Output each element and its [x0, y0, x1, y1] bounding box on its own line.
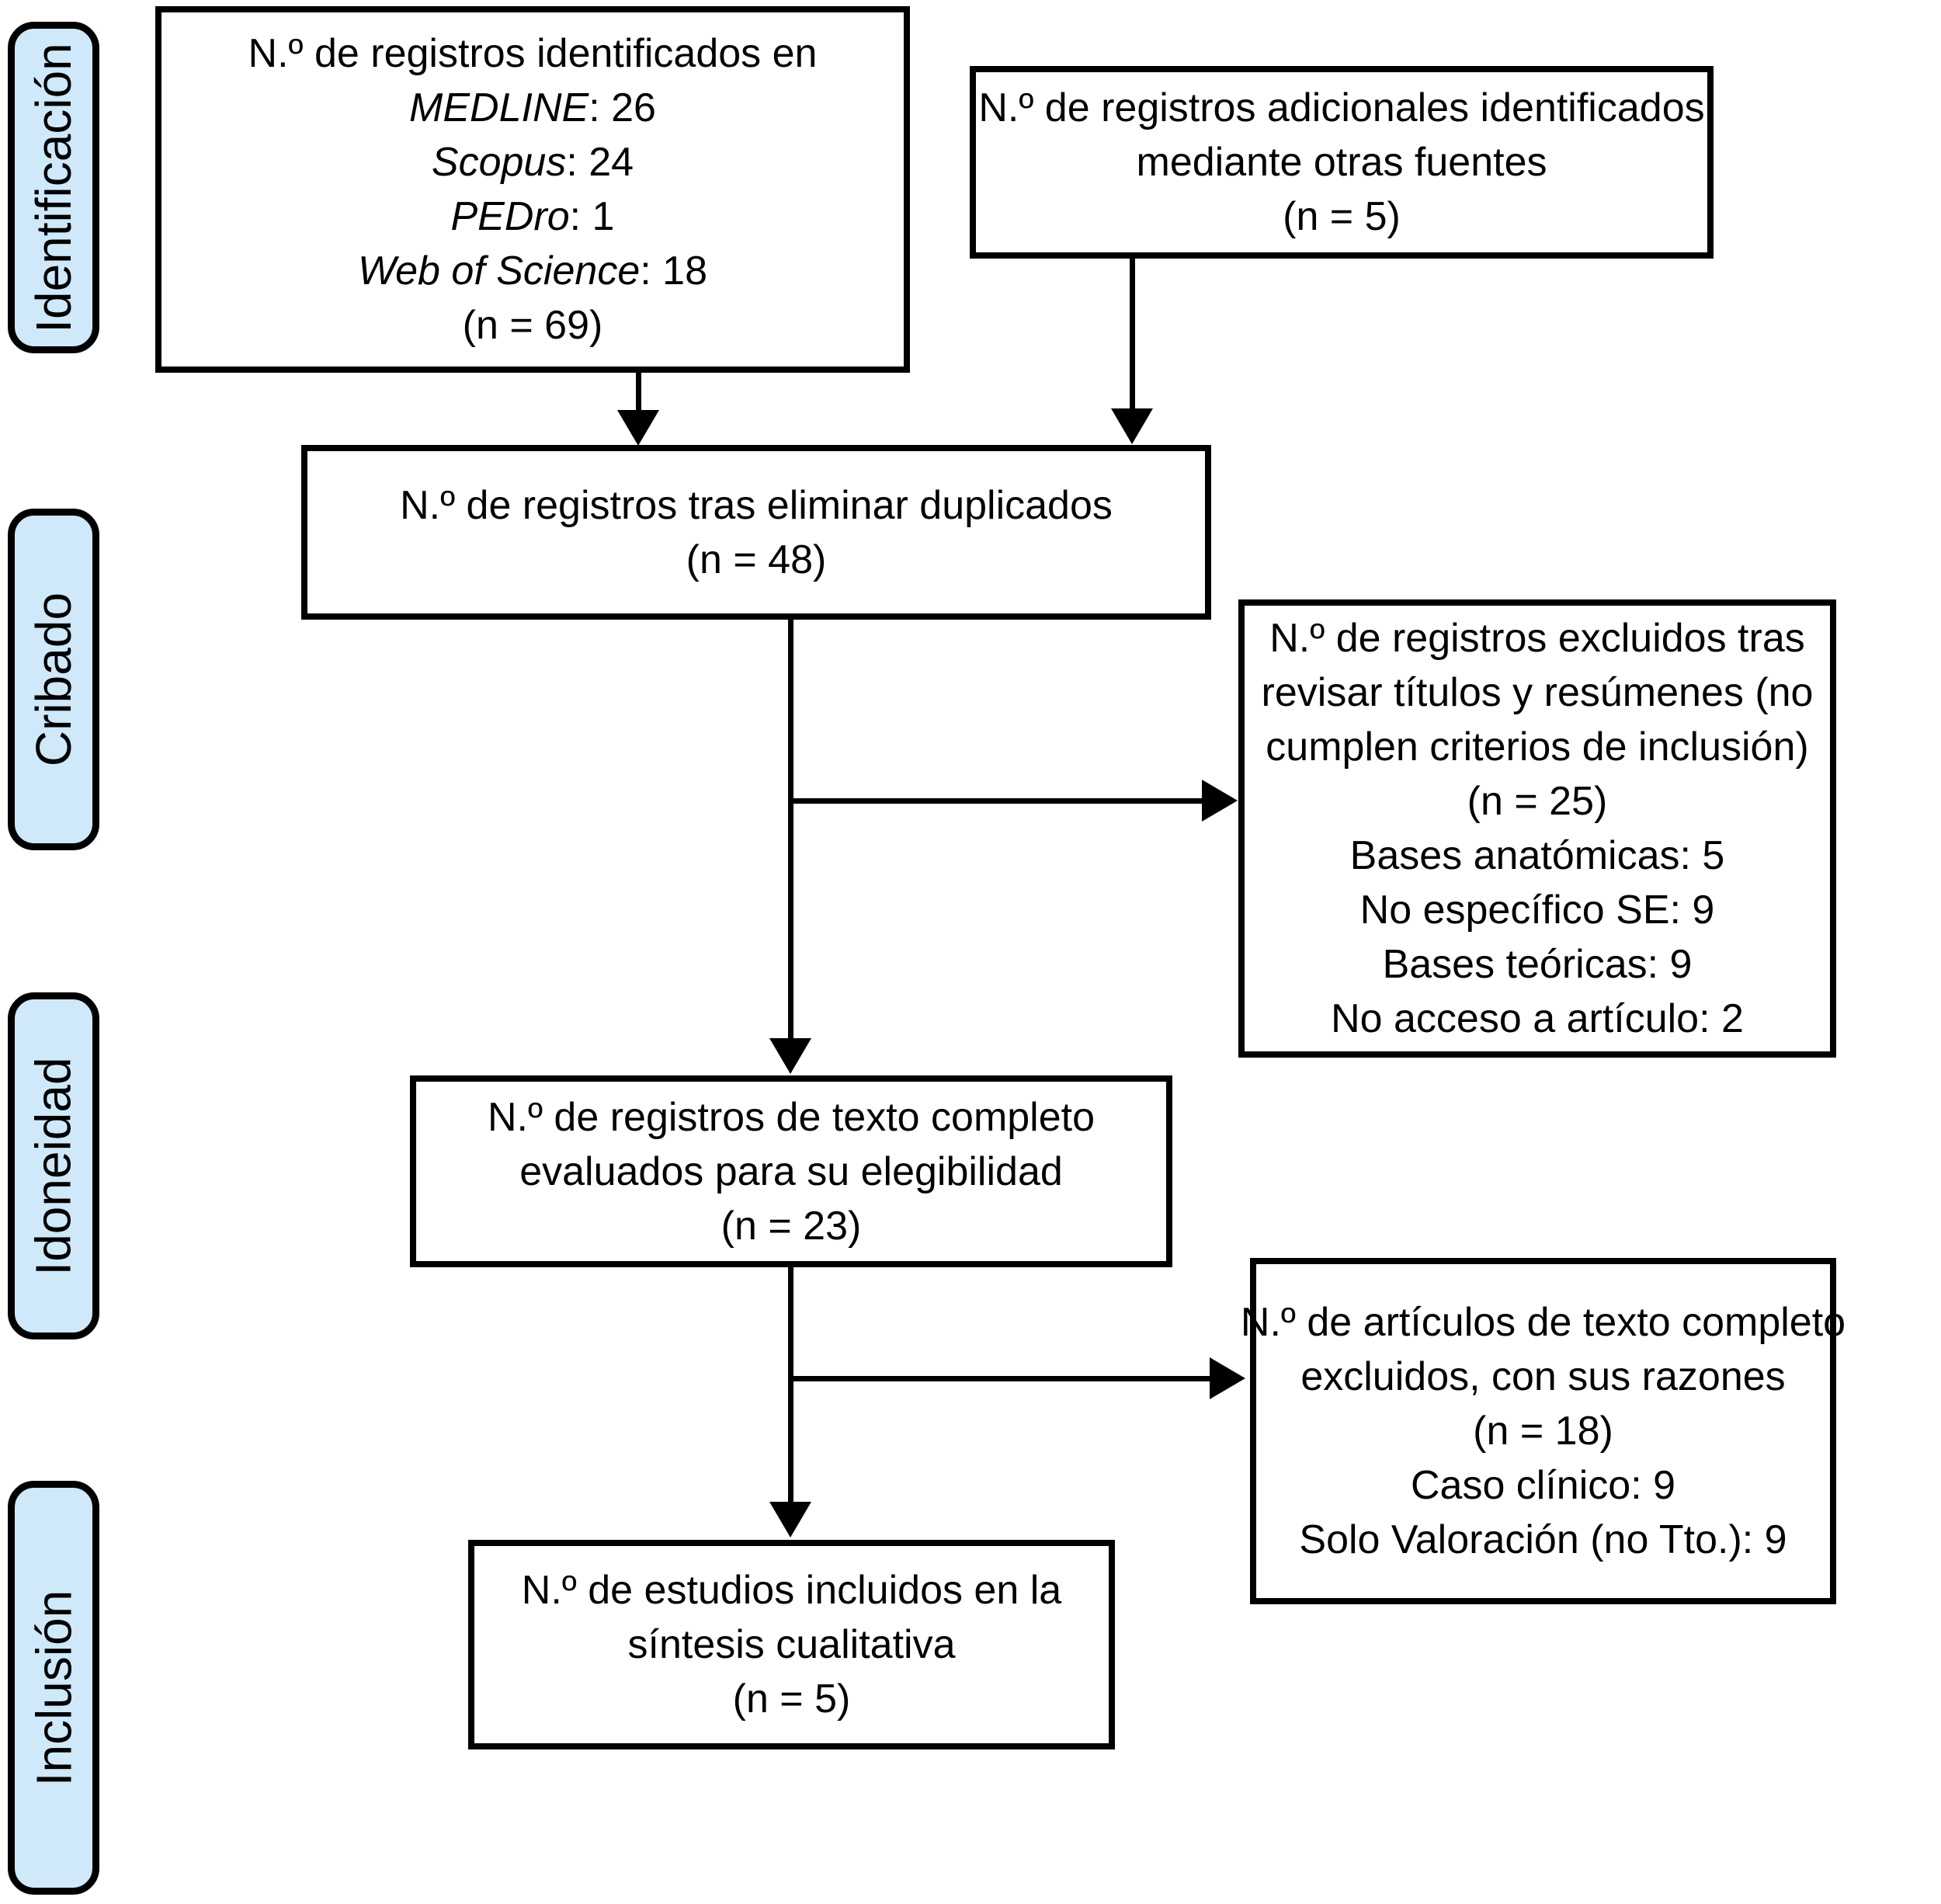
source-count: : 24 [566, 140, 634, 185]
arrow-additional-to-deduplicated-head [1111, 408, 1153, 444]
source-count: : 18 [640, 248, 707, 294]
exclusion-reason: No específico SE: 9 [1359, 888, 1715, 933]
exclusion-reason: Bases teóricas: 9 [1382, 942, 1693, 987]
phase-label-identificacion: Identificación [26, 42, 82, 333]
exclusion-reason: Bases anatómicas: 5 [1349, 833, 1725, 878]
box-fulltext-assessed: N.º de registros de texto completo evalu… [410, 1075, 1172, 1267]
box-text-line: evaluados para su elegibilidad [519, 1148, 1063, 1194]
box-text-line: cumplen criterios de inclusión) [1266, 724, 1809, 770]
source-name: PEDro [450, 194, 570, 239]
arrow-identified-to-deduplicated-head [617, 410, 659, 446]
arrow-branch-to-excluded-fulltext-line [790, 1376, 1210, 1381]
box-total-count: (n = 5) [1283, 194, 1401, 239]
box-text-line: N.º de estudios incluidos en la [521, 1568, 1062, 1613]
box-total-count: (n = 25) [1467, 779, 1608, 824]
box-excluded-fulltext: N.º de artículos de texto completo exclu… [1241, 1258, 1846, 1604]
box-source-scopus: Scopus: 24 [432, 135, 634, 189]
arrow-fulltext-to-included-line [788, 1267, 793, 1505]
box-text-line: síntesis cualitativa [627, 1622, 956, 1667]
phase-identificacion: Identificación [8, 22, 99, 353]
box-records-identified: N.º de registros identificados en MEDLIN… [155, 6, 910, 373]
source-name: Web of Science [358, 248, 641, 294]
source-count: : 26 [589, 85, 656, 130]
phase-label-cribado: Cribado [26, 592, 82, 767]
box-total-count: (n = 69) [462, 303, 603, 348]
arrow-identified-to-deduplicated-line [636, 373, 641, 415]
box-text-line: mediante otras fuentes [1136, 140, 1547, 185]
box-source-medline: MEDLINE: 26 [409, 81, 656, 135]
box-text-line: N.º de artículos de texto completo [1240, 1300, 1846, 1345]
phase-inclusion: Inclusión [8, 1481, 99, 1895]
phase-idoneidad: Idoneidad [8, 992, 99, 1339]
box-text-line: N.º de registros de texto completo [487, 1094, 1096, 1140]
box-total-count: (n = 18) [1473, 1409, 1613, 1454]
arrow-branch-to-excluded-fulltext-head [1210, 1357, 1245, 1399]
box-text-line: revisar títulos y resúmenes (no [1261, 670, 1814, 715]
box-additional-records: N.º de registros adicionales identificad… [970, 66, 1714, 259]
box-text-line: N.º de registros adicionales identificad… [978, 85, 1705, 130]
arrow-branch-to-excluded-screening-line [790, 798, 1202, 804]
box-total-count: (n = 5) [732, 1676, 851, 1722]
box-text-line: excluidos, con sus razones [1300, 1354, 1786, 1399]
source-name: MEDLINE [409, 85, 589, 130]
arrow-deduplicated-to-fulltext-line [788, 620, 793, 1041]
box-studies-included: N.º de estudios incluidos en la síntesis… [468, 1540, 1115, 1749]
exclusion-reason: Caso clínico: 9 [1410, 1463, 1676, 1508]
box-source-wos: Web of Science: 18 [358, 244, 707, 298]
box-text-line: N.º de registros tras eliminar duplicado… [400, 482, 1113, 528]
arrow-branch-to-excluded-screening-head [1202, 780, 1238, 822]
arrow-additional-to-deduplicated-line [1130, 259, 1135, 412]
exclusion-reason: Solo Valoración (no Tto.): 9 [1299, 1517, 1787, 1562]
source-name: Scopus [431, 140, 567, 185]
arrow-fulltext-to-included-head [769, 1502, 811, 1537]
phase-label-idoneidad: Idoneidad [26, 1056, 82, 1276]
exclusion-reason: No acceso a artículo: 2 [1331, 996, 1744, 1041]
box-total-count: (n = 48) [686, 537, 827, 582]
arrow-deduplicated-to-fulltext-head [769, 1038, 811, 1074]
box-excluded-screening: N.º de registros excluidos tras revisar … [1238, 599, 1836, 1058]
box-text-line: N.º de registros identificados en [248, 31, 818, 76]
phase-cribado: Cribado [8, 509, 99, 850]
phase-label-inclusion: Inclusión [26, 1590, 82, 1786]
box-after-duplicates-removed: N.º de registros tras eliminar duplicado… [301, 445, 1211, 620]
box-total-count: (n = 23) [720, 1203, 862, 1249]
source-count: : 1 [569, 194, 615, 239]
box-text-line: N.º de registros excluidos tras [1269, 616, 1805, 661]
box-source-pedro: PEDro: 1 [451, 189, 615, 244]
